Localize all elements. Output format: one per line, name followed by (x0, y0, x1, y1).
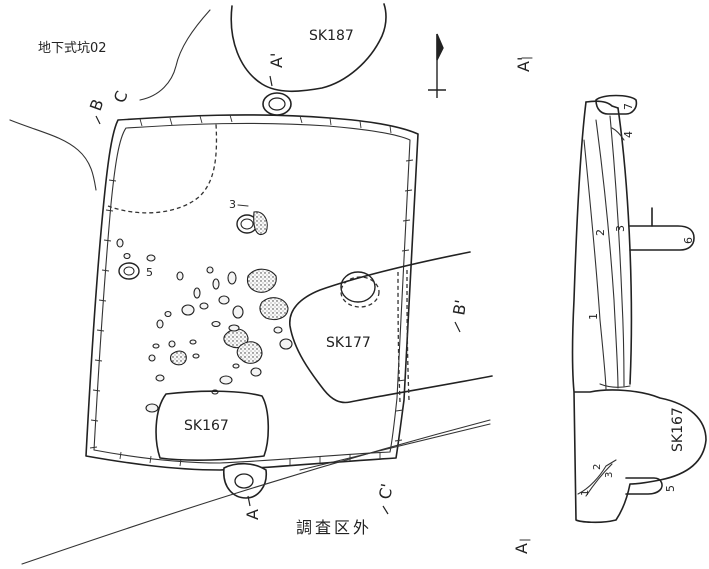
section-marker-c-plan: C (110, 88, 132, 105)
layer-number-3-lower: 3 (604, 472, 615, 478)
layer-1-boundary (583, 139, 607, 391)
drawing-title: 地下式坑02 (38, 41, 107, 56)
main-pit-inner-wall (93, 122, 411, 464)
floor-line (599, 383, 631, 388)
section-marker-c-prime-plan: C' (375, 482, 396, 501)
sk167-label: SK167 (184, 418, 229, 434)
section-marker-a-prime-plan: A' (267, 53, 286, 68)
bottom-post-hole (223, 462, 268, 499)
layer-number-1: 1 (587, 313, 600, 320)
layer-4-boundary (611, 127, 625, 141)
section-wall-top (585, 100, 619, 109)
section-marker-b-plan: B (86, 97, 108, 114)
peg-7 (595, 94, 638, 115)
main-pit-outer-wall (85, 114, 419, 471)
wall-hatch-marks (89, 114, 414, 467)
sk187-outline (230, 3, 387, 93)
boundary-line-lower (21, 419, 491, 565)
find-3-vessel (236, 211, 268, 236)
peg-6 (629, 225, 695, 251)
top-post-hole (262, 92, 292, 116)
find-number-5: 5 (146, 266, 153, 279)
older-pit-dashed-outline (107, 123, 218, 214)
sk187-label: SK187 (309, 28, 354, 44)
sk177-outline (289, 251, 493, 404)
peg-5 (625, 477, 663, 495)
section-marker-a-plan: A (243, 509, 262, 520)
lower-layer-boundary-2 (585, 463, 613, 497)
disturbance-outline-top-left (9, 9, 211, 191)
sk177-label: SK177 (326, 335, 371, 351)
layer-number-2-lower: 2 (592, 464, 603, 470)
outside-survey-area-label: 調査区外 (296, 518, 372, 537)
find-3-leader (237, 204, 249, 207)
layer-number-6: 6 (682, 237, 695, 244)
north-arrow-icon (428, 33, 446, 98)
section-marker-b-prime-plan: B' (449, 298, 470, 316)
layer-2-boundary (595, 119, 619, 389)
find-number-3: 3 (229, 198, 236, 211)
sk167-plan-outline (155, 390, 270, 461)
sk167-section-label: SK167 (670, 407, 686, 452)
section-outer-profile (571, 101, 707, 524)
layer-number-4: 4 (622, 131, 635, 138)
layer-number-2: 2 (594, 229, 607, 236)
lower-layer-boundary-1 (577, 459, 617, 495)
layer-number-1-lower: 1 (580, 490, 591, 496)
layer-number-5: 5 (664, 485, 677, 492)
section-profile (571, 94, 707, 524)
layer-number-7: 7 (622, 103, 635, 110)
section-right-wall (617, 107, 633, 385)
find-5-ring (118, 262, 140, 280)
section-marker-a-section: A (512, 543, 531, 554)
section-marker-a-prime-section: A' (514, 57, 533, 72)
sk177-dashed-line-2 (406, 269, 410, 401)
layer-number-3: 3 (614, 225, 627, 232)
section-marker-ticks (95, 75, 461, 515)
layer-3-boundary (609, 115, 625, 387)
stone-scatter (116, 238, 293, 413)
sk177-dashed-line (397, 271, 401, 403)
boundary-line-upper (299, 423, 491, 471)
